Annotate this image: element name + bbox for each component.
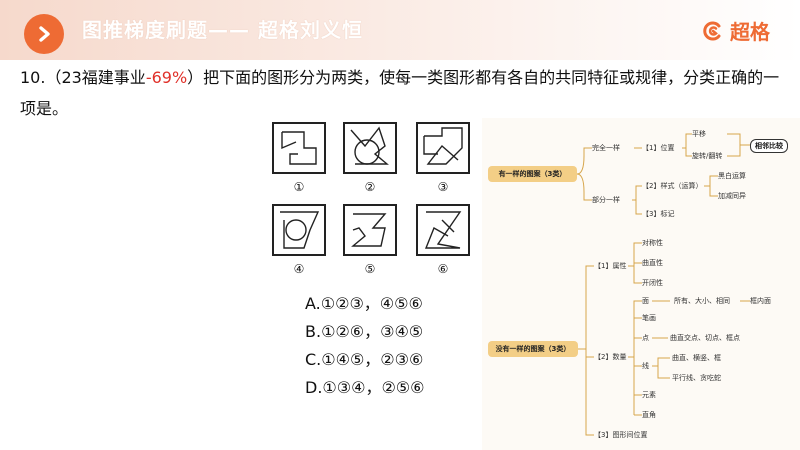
node-element: 元素 [642, 391, 656, 399]
node-position: 【1】位置 [642, 144, 675, 152]
figure-label-1: ① [293, 180, 305, 194]
question-number: 10.（23福建事业 [20, 68, 146, 87]
node-relation: 【3】图形间位置 [594, 431, 648, 439]
node-symmetry: 对称性 [642, 239, 663, 247]
node-right-angle: 直角 [642, 411, 656, 419]
option-a[interactable]: A.①②③，④⑤⑥ [305, 294, 423, 313]
option-c[interactable]: C.①④⑤，②③⑥ [305, 350, 424, 369]
node-bw-op: 黑白运算 [718, 172, 746, 180]
node-no-same-pattern: 没有一样的图案（3类） [488, 341, 578, 357]
figure-2 [343, 122, 397, 174]
figure-label-4: ④ [293, 262, 305, 276]
node-curvature: 曲直性 [642, 259, 663, 267]
node-line: 线 [642, 362, 649, 370]
node-point: 点 [642, 334, 649, 342]
node-mark: 【3】标记 [642, 210, 675, 218]
mindmap-connectors [576, 133, 750, 436]
figure-4 [272, 204, 326, 256]
brand-name: 超格 [730, 20, 770, 44]
figure-label-3: ③ [437, 180, 449, 194]
node-same-pattern: 有一样的图案（3类） [488, 166, 577, 182]
node-quantity: 【2】数量 [594, 353, 627, 361]
node-adjacent-compare: 相邻比较 [750, 139, 788, 153]
node-add-sub: 加减同异 [718, 192, 746, 200]
figure-1 [272, 122, 326, 174]
node-translate: 平移 [692, 130, 706, 138]
node-partly-same: 部分一样 [592, 196, 620, 204]
figure-3 [416, 122, 470, 174]
mindmap-panel: 有一样的图案（3类） 完全一样 【1】位置 平移 旋转/翻转 相邻比较 部分一样… [482, 118, 800, 450]
page-title: 图推梯度刷题—— 超格刘义恒 [82, 18, 363, 42]
chevron-right-icon [24, 14, 64, 54]
node-inner-face: 框内面 [750, 297, 771, 305]
node-fully-same: 完全一样 [592, 144, 620, 152]
brand-icon [703, 21, 721, 40]
node-openness: 开闭性 [642, 279, 663, 287]
option-b[interactable]: B.①②⑥，③④⑤ [305, 322, 424, 341]
figure-label-2: ② [364, 180, 376, 194]
node-face-detail: 所有、大小、相同 [674, 297, 730, 305]
figure-label-6: ⑥ [437, 262, 449, 276]
figure-panel: ① ② ③ ④ ⑤ ⑥ [258, 118, 482, 280]
node-attribute: 【1】属性 [594, 262, 627, 270]
node-style: 【2】样式（运算） [642, 182, 703, 190]
node-face: 面 [642, 297, 649, 305]
node-stroke: 笔画 [642, 314, 656, 322]
accuracy-rate: -69% [145, 68, 188, 87]
question-body: ）把下面的图形分为两类，使每一类图形都有各自的共同特征或规律，分类正确的一项是。 [20, 68, 780, 118]
node-rotate-flip: 旋转/翻转 [692, 152, 723, 160]
figure-5 [343, 204, 397, 256]
question-text: 10.（23福建事业-69%）把下面的图形分为两类，使每一类图形都有各自的共同特… [20, 62, 790, 124]
node-line-detail: 曲直、横竖、框 [672, 354, 721, 362]
figure-6 [416, 204, 470, 256]
node-point-detail: 曲直交点、切点、框点 [670, 334, 740, 342]
header-banner: 图推梯度刷题—— 超格刘义恒 超格 [0, 0, 800, 60]
answer-options: A.①②③，④⑤⑥ B.①②⑥，③④⑤ C.①④⑤，②③⑥ D.①③④，②⑤⑥ [305, 290, 424, 402]
option-d[interactable]: D.①③④，②⑤⑥ [305, 378, 425, 397]
node-line-detail-2: 平行线、贪吃蛇 [672, 374, 721, 382]
brand-logo: 超格 [702, 16, 770, 45]
figure-label-5: ⑤ [364, 262, 376, 276]
